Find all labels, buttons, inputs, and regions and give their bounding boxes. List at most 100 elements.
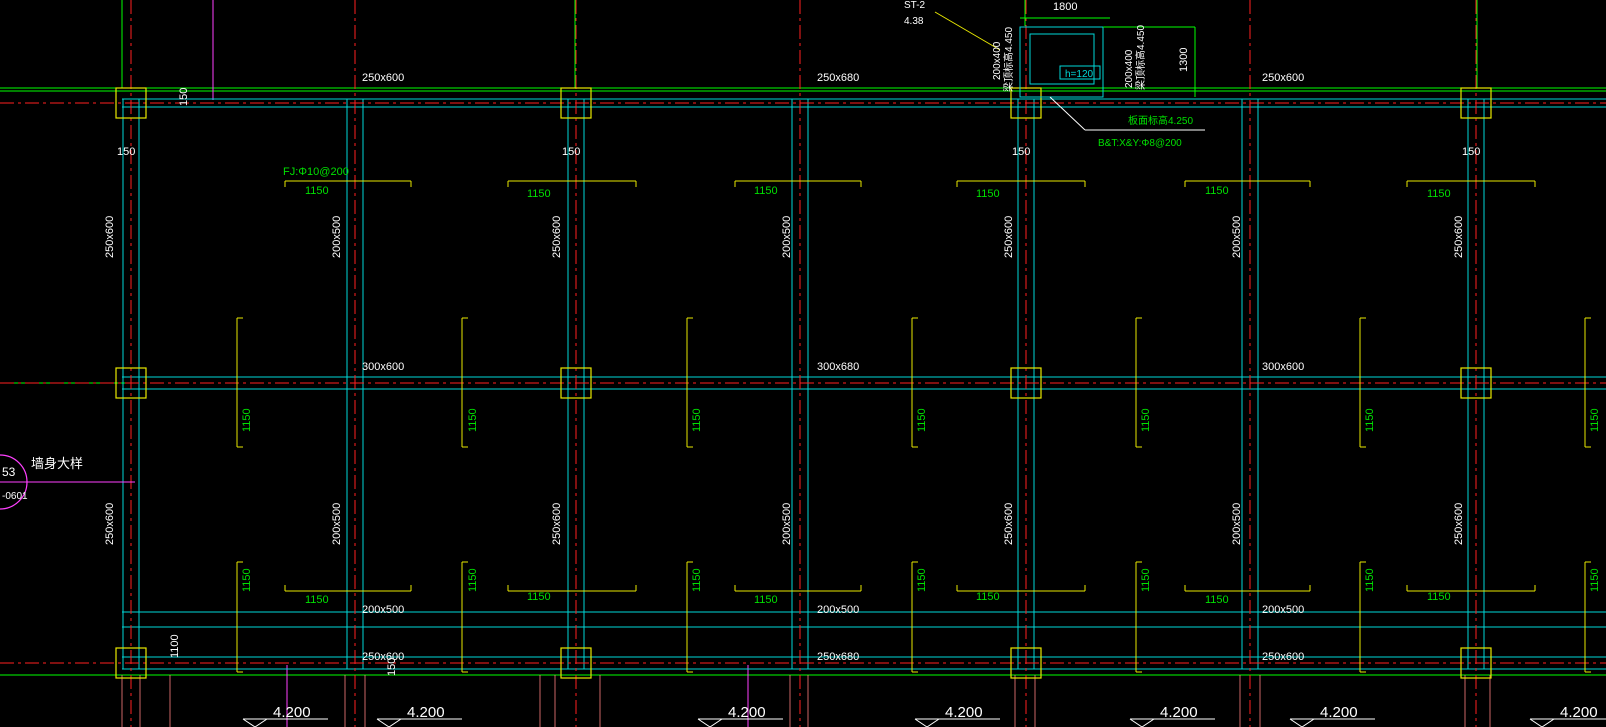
elev-5: 4.200 [1160,704,1198,721]
rebar-len-b1: 1150 [305,594,329,606]
dim-150-top: 150 [178,88,190,106]
column [560,87,592,119]
rebar-len-w3: 1150 [691,568,703,592]
small-beam-2: 200x400 [1124,49,1135,88]
beam-label-top-1: 250x600 [362,72,404,84]
rebar-len-v6: 1150 [1364,408,1376,432]
rebar-len-v7: 1150 [1589,408,1601,432]
elev-1: 4.200 [273,704,311,721]
rebar-len-t2: 1150 [527,188,551,200]
rebar-note: FJ:Φ10@200 [283,166,349,178]
rebar-len-v3: 1150 [691,408,703,432]
column [115,87,147,119]
elevation-triangle [1289,718,1315,727]
rebar-len-w5: 1150 [1140,568,1152,592]
beam-label-low-2: 200x500 [817,604,859,616]
small-beam-2-level: 梁顶标高4.450 [1134,25,1147,90]
elev-3: 4.200 [728,704,766,721]
top-detail [934,11,1205,131]
column [115,647,147,679]
beam-label-top-3: 250x600 [1262,72,1304,84]
small-beam-1: 200x400 [992,41,1003,80]
beam-label-v-low-4: 250x600 [1003,503,1015,545]
beam-label-v-low-3: 200x500 [781,503,793,545]
small-beam-1-level: 梁顶标高4.450 [1002,27,1015,92]
rebar-len-b4: 1150 [976,591,1000,603]
rebar-labels: FJ:Φ10@200 1150 1150 1150 1150 1150 1150… [241,166,1601,606]
column [1010,87,1042,119]
dimension-labels: 150 150 150 150 150 1100 150 1800 1300 [117,1,1480,676]
beam-label-mid-2: 300x680 [817,361,859,373]
beam-label-low-1: 200x500 [362,604,404,616]
dim-150-col4: 150 [1462,146,1480,158]
column [560,647,592,679]
rebar-marks [236,180,1591,673]
beam-label-v-low-5: 200x500 [1231,503,1243,545]
beam-outlines [122,98,1606,670]
beam-label-v-up-6: 250x600 [1453,216,1465,258]
beam-label-left-upper: 250x600 [104,216,116,258]
dim-150-col2: 150 [562,146,580,158]
rebar-len-v1: 1150 [241,408,253,432]
st-label: ST-2 [904,0,926,11]
bottom-elevations [242,718,1606,727]
column [1010,367,1042,399]
leader-st [934,11,1001,51]
dim-150-bottom: 150 [386,658,398,676]
dim-1100: 1100 [169,634,181,658]
beam-label-v-up-5: 200x500 [1231,216,1243,258]
elevation-triangle [914,718,940,727]
columns [115,87,1492,679]
column [1460,367,1492,399]
callout-number: 53 [2,465,16,479]
callout-label: 墙身大样 [31,456,83,471]
dim-150-col3: 150 [1012,146,1030,158]
column [1010,647,1042,679]
beam-label-v-up-3: 200x500 [781,216,793,258]
beam-label-v-low-2: 250x600 [551,503,563,545]
beam-label-v-up-4: 250x600 [1003,216,1015,258]
slab-thickness: h=120 [1065,69,1094,80]
elev-6: 4.200 [1320,704,1358,721]
column [1460,647,1492,679]
rebar-len-w6: 1150 [1364,568,1376,592]
beam-labels: 250x600 250x680 250x600 300x600 300x680 … [362,72,1304,663]
dim-150-col1: 150 [117,146,135,158]
rebar-len-b5: 1150 [1205,594,1229,606]
rebar-len-b2: 1150 [527,591,551,603]
stair-box [1019,26,1104,98]
beam-label-mid-3: 300x600 [1262,361,1304,373]
rebar-len-t1: 1150 [305,185,329,197]
beam-label-v-low-1: 200x500 [331,503,343,545]
beam-labels-vertical: 250x600 250x600 200x500 250x600 200x500 … [104,216,1465,545]
slab-tag-box [1059,65,1101,80]
dim-1300: 1300 [1178,48,1190,72]
beam-label-bot-1: 250x600 [362,651,404,663]
elev-7: 4.200 [1560,704,1598,721]
elevation-triangle [1529,718,1555,727]
rebar-len-t3: 1150 [754,185,778,197]
rebar-len-v2: 1150 [467,408,479,432]
elevation-triangle [376,718,402,727]
rebar-len-v4: 1150 [916,408,928,432]
elevation-triangle [242,718,268,727]
beam-label-top-2: 250x680 [817,72,859,84]
rebar-len-t6: 1150 [1427,188,1451,200]
beam-label-v-up-1: 200x500 [331,216,343,258]
rebar-len-w1: 1150 [241,568,253,592]
rebar-len-w2: 1150 [467,568,479,592]
beam-label-v-up-2: 250x600 [551,216,563,258]
column [560,367,592,399]
rebar-len-v5: 1150 [1140,408,1152,432]
slab-rebar: B&T:X&Y:Φ8@200 [1098,138,1182,149]
slab-level: 板面标高4.250 [1128,114,1193,127]
beam-label-low-3: 200x500 [1262,604,1304,616]
elev-4: 4.200 [945,704,983,721]
rebar-len-b3: 1150 [754,594,778,606]
rebar-len-t4: 1150 [976,188,1000,200]
elev-2: 4.200 [407,704,445,721]
stair-box-inner [1029,33,1095,85]
callout-sheet: -0601 [2,491,28,502]
elevation-triangle [697,718,723,727]
